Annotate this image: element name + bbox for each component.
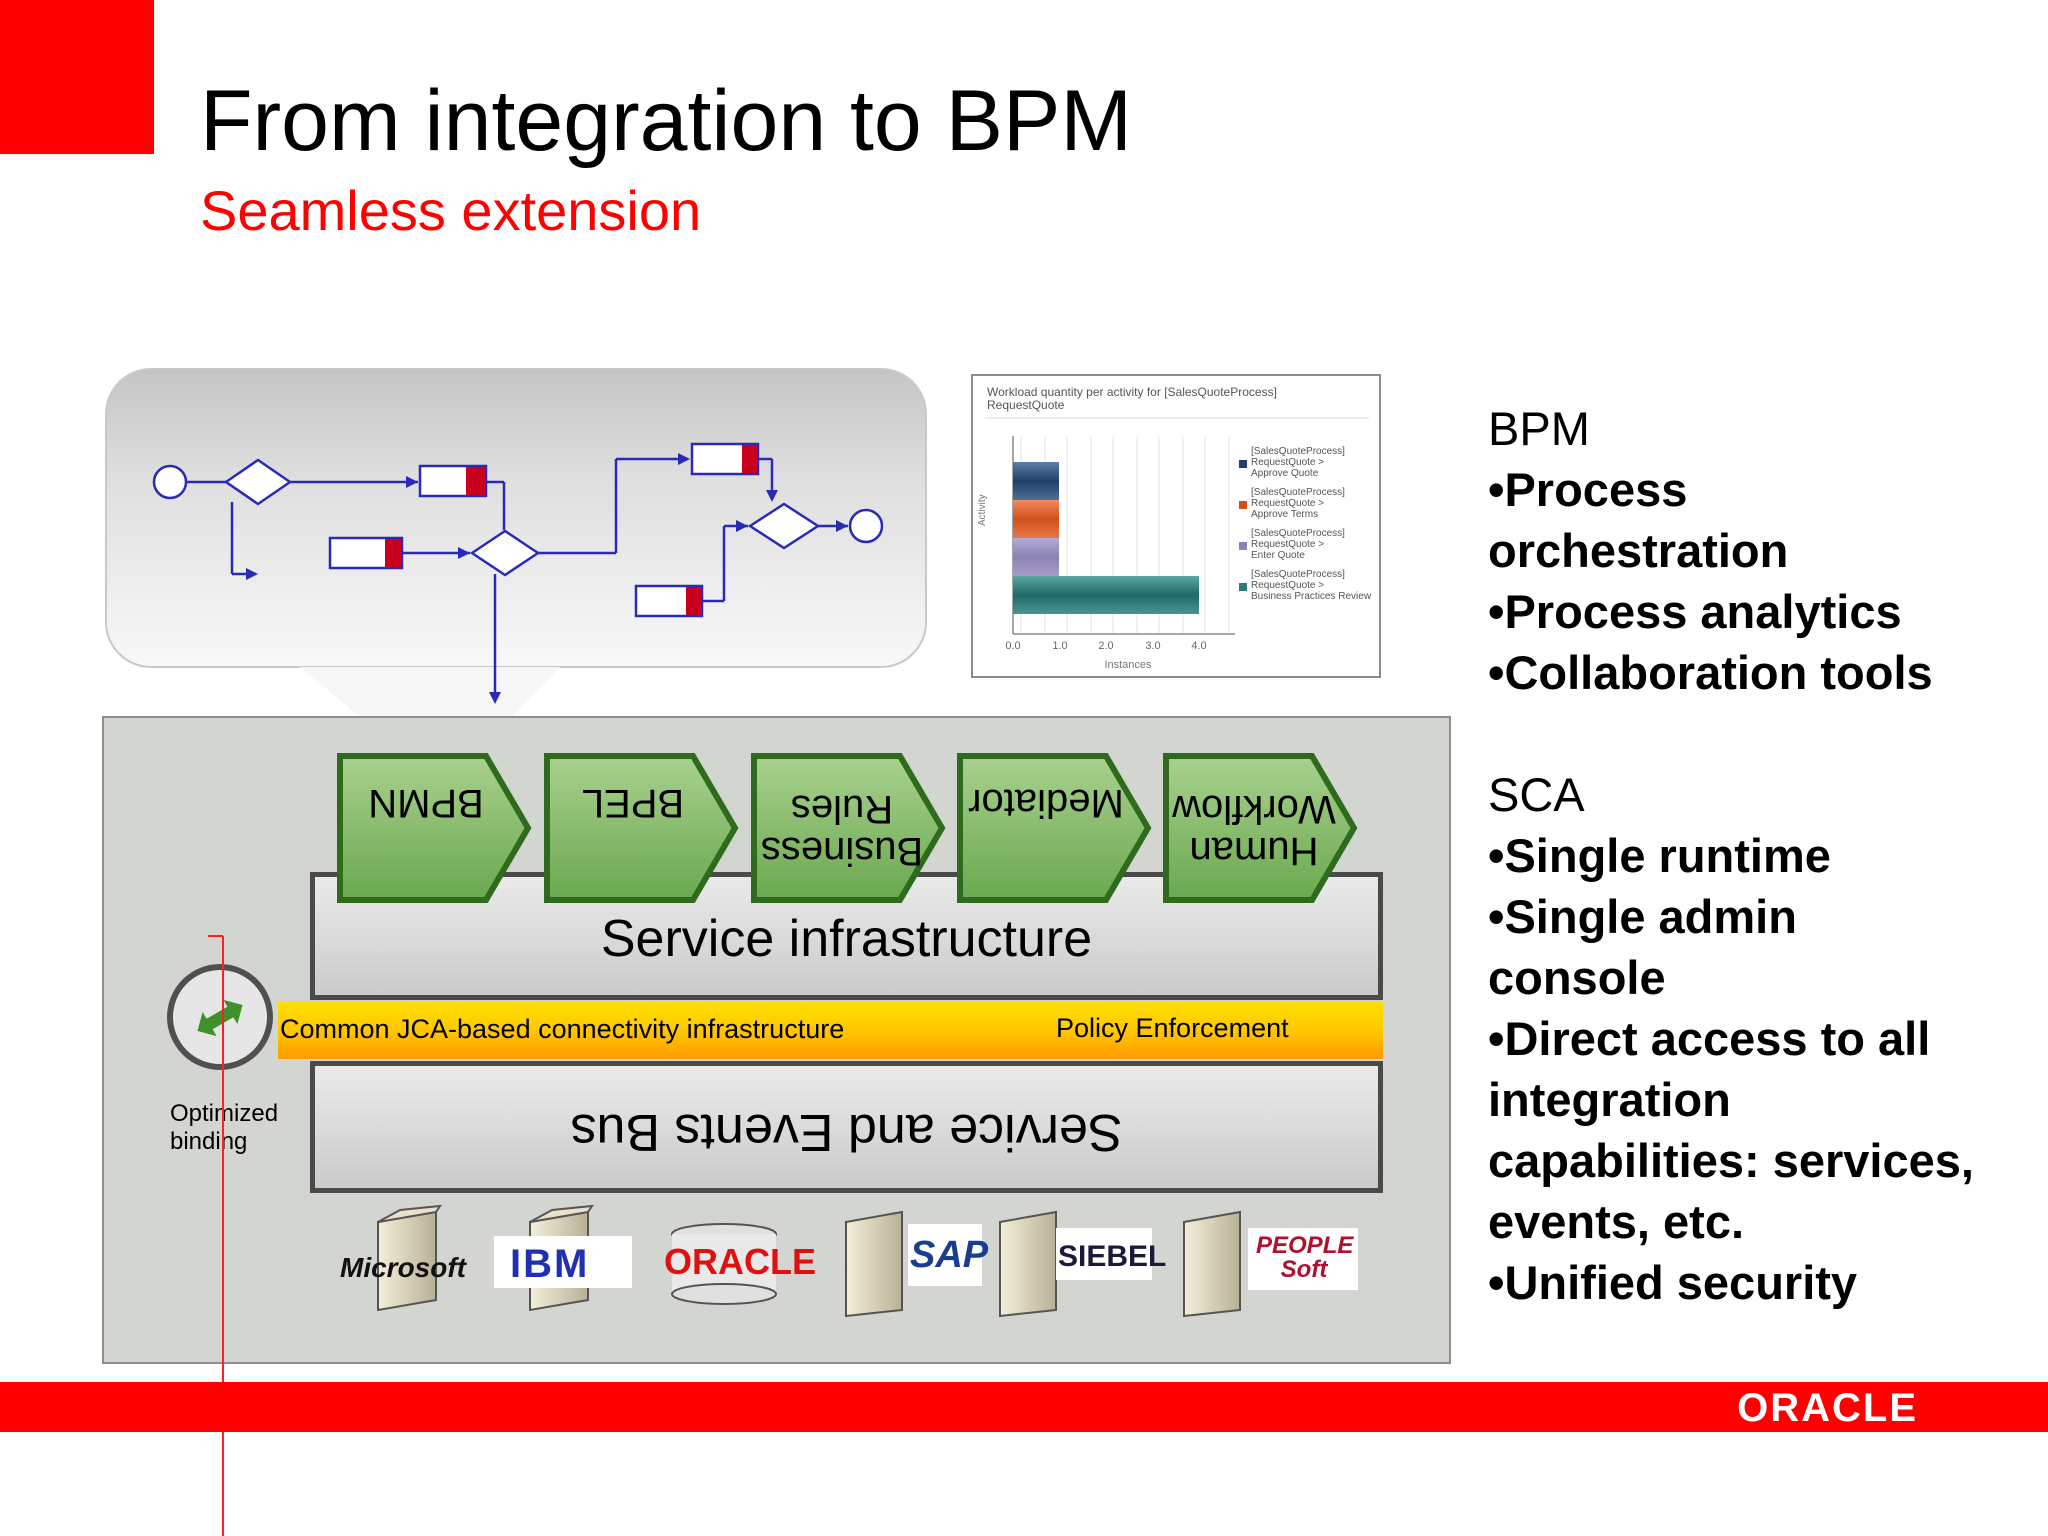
sca-item: •Unified security [1488,1256,1858,1309]
bpm-header: BPM [1488,402,1590,455]
binding-guide-line [208,935,224,1536]
jca-connectivity-layer: Common JCA-based connectivity infrastruc… [278,1001,1383,1059]
server-icon [1183,1210,1241,1318]
service-infrastructure-label: Service infrastructure [600,910,1093,968]
service-events-bus-layer: Service and Events Bus [310,1061,1383,1193]
optimized-binding-label: Optimized binding [170,1100,279,1155]
component-mediator: Mediator [956,752,1156,904]
bullet-list: BPM •Process orchestration •Process anal… [1488,398,2048,1313]
tick-0: 0.0 [1005,640,1020,652]
legend-entry: [SalesQuoteProcess]RequestQuote >Approve… [1239,487,1379,528]
server-icon [999,1210,1057,1318]
peoplesoft-logo-bg [1248,1228,1358,1290]
vendor-oracle: ORACLE [664,1241,816,1282]
vendor-peoplesoft: PEOPLE Soft [1256,1232,1354,1283]
legend-swatch [1239,501,1247,509]
server-icon [377,1204,443,1312]
bpm-item: orchestration [1488,524,1789,577]
vendor-sap: SAP [910,1234,989,1276]
optimized-binding-icon [167,964,273,1070]
tick-4: 4.0 [1191,640,1206,652]
tick-2: 2.0 [1098,640,1113,652]
sap-logo-bg [908,1224,982,1286]
legend-entry: [SalesQuoteProcess]RequestQuote >Busines… [1239,569,1379,610]
bar-business-practices [1013,576,1199,614]
vendor-microsoft: Microsoft [340,1252,466,1283]
vendor-ibm: IBM [510,1242,590,1286]
sca-item: •Single runtime [1488,829,1831,882]
bar-enter-quote [1013,538,1059,576]
legend-swatch [1239,583,1247,591]
workload-chart: Workload quantity per activity for [Sale… [971,374,1381,678]
component-bpmn: BPMN [336,752,536,904]
bpm-item: •Collaboration tools [1488,646,1933,699]
oracle-database-icon [671,1223,777,1305]
sca-item: console [1488,951,1666,1004]
sca-item: integration [1488,1073,1731,1126]
x-axis-label: Instances [1104,659,1152,671]
sca-item: capabilities: services, [1488,1134,1974,1187]
component-human-workflow: Human Workflow [1162,752,1362,904]
tick-1: 1.0 [1052,640,1067,652]
ibm-logo-bg [494,1236,632,1288]
legend-entry: [SalesQuoteProcess]RequestQuote >Enter Q… [1239,528,1379,569]
sca-item: •Direct access to all [1488,1012,1931,1065]
bar-approve-quote [1013,462,1059,500]
legend-entry: [SalesQuoteProcess]RequestQuote >Approve… [1239,446,1379,487]
legend-swatch [1239,542,1247,550]
sca-header: SCA [1488,768,1585,821]
slide-subtitle: Seamless extension [200,179,702,242]
chart-legend: [SalesQuoteProcess]RequestQuote >Approve… [1239,446,1379,610]
bpm-item: •Process [1488,463,1688,516]
corner-accent [0,0,154,154]
legend-swatch [1239,460,1247,468]
jca-label: Common JCA-based connectivity infrastruc… [280,1014,845,1044]
footer-bar [0,1382,2048,1432]
oracle-logo: ORACLE [1737,1386,1918,1430]
slide-title: From integration to BPM [200,73,1133,169]
sca-item: events, etc. [1488,1195,1745,1248]
bar-approve-terms [1013,500,1059,538]
chart-plot: 0.0 1.0 2.0 3.0 4.0 [985,417,1369,652]
policy-enforcement-label: Policy Enforcement [1056,1013,1289,1043]
server-icon [845,1210,903,1318]
component-business-rules: Business Rules [750,752,950,904]
siebel-logo-bg [1056,1228,1152,1280]
end-event [848,508,884,544]
sca-item: •Single admin [1488,890,1797,943]
chart-title: Workload quantity per activity for [Sale… [987,385,1277,412]
vendor-siebel: SIEBEL [1058,1240,1167,1273]
bpm-item: •Process analytics [1488,585,1902,638]
component-bpel: BPEL [543,752,743,904]
tick-3: 3.0 [1145,640,1160,652]
